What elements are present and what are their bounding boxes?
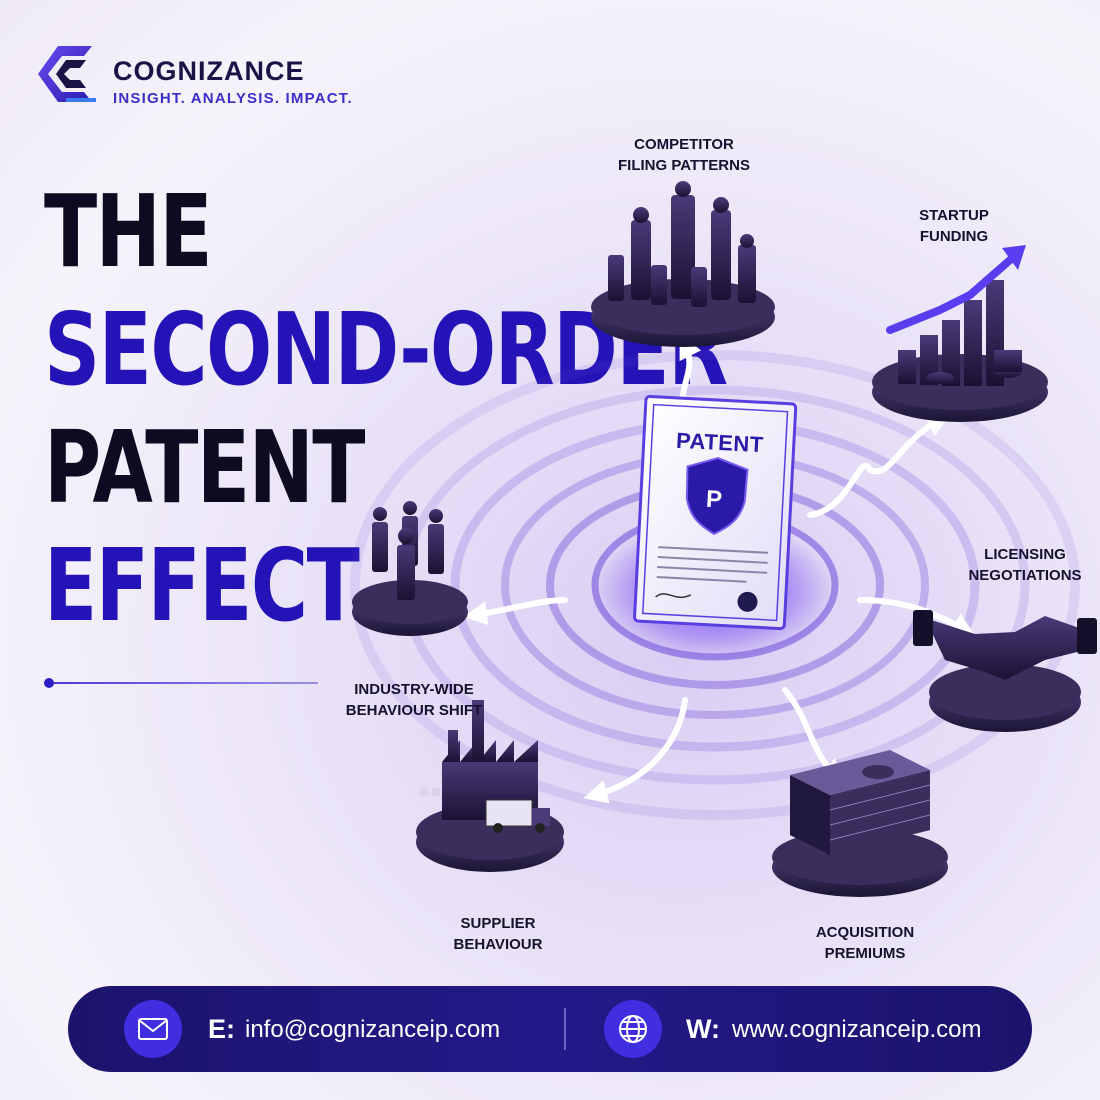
globe-icon — [604, 1000, 662, 1058]
label-line: NEGOTIATIONS — [968, 567, 1082, 584]
label-line: SUPPLIER — [460, 915, 536, 932]
label-licensing: LICENSING NEGOTIATIONS — [960, 544, 1090, 586]
label-line: INDUSTRY-WIDE — [354, 681, 474, 698]
label-line: BEHAVIOUR — [453, 936, 543, 953]
envelope-icon — [124, 1000, 182, 1058]
label-supplier: SUPPLIER BEHAVIOUR — [438, 913, 558, 955]
platform-licensing — [913, 610, 1097, 732]
platform-supplier — [416, 700, 564, 872]
label-startup-funding: STARTUP FUNDING — [892, 205, 1016, 247]
headline-line-1: THE — [44, 173, 213, 290]
patent-document-title: PATENT — [675, 427, 765, 458]
footer-separator — [564, 1008, 566, 1050]
platform-startup-funding — [872, 245, 1048, 422]
label-line: ACQUISITION — [815, 924, 915, 941]
website-link[interactable]: www.cognizanceip.com — [732, 1016, 982, 1043]
truck-icon — [485, 799, 550, 833]
platform-competitor-filing — [591, 181, 775, 347]
email-key: E: — [208, 1014, 235, 1044]
headline-line-3: PATENT — [44, 409, 365, 526]
label-line: PREMIUMS — [824, 945, 906, 962]
label-line: STARTUP — [919, 207, 989, 224]
label-industry-wide: INDUSTRY-WIDE BEHAVIOUR SHIFT — [334, 679, 494, 721]
label-acquisition: ACQUISITION PREMIUMS — [800, 922, 930, 964]
label-line: LICENSING — [984, 546, 1066, 563]
label-line: COMPETITOR — [634, 136, 734, 153]
web-key: W: — [686, 1014, 720, 1044]
label-line: FUNDING — [919, 228, 989, 245]
email-link[interactable]: info@cognizanceip.com — [245, 1016, 501, 1043]
label-line: BEHAVIOUR SHIFT — [345, 702, 483, 719]
brand-logo-icon — [38, 46, 96, 102]
headline-divider — [46, 682, 318, 684]
ripple-scene — [350, 181, 1097, 897]
patent-shield-letter: P — [705, 485, 723, 514]
label-competitor-filing: COMPETITOR FILING PATTERNS — [592, 134, 776, 176]
contact-footer: E: info@cognizanceip.com W: www.cognizan… — [68, 986, 1032, 1072]
label-line: FILING PATTERNS — [618, 157, 750, 174]
brand-name: COGNIZANCE — [113, 56, 305, 86]
headline-effect-word: EFFECT — [44, 527, 348, 644]
platform-acquisition — [772, 750, 948, 897]
divider-dot — [44, 678, 54, 688]
brand-tagline: INSIGHT. ANALYSIS. IMPACT. — [113, 90, 353, 107]
patent-document-icon — [633, 394, 798, 631]
platform-industry-wide — [352, 501, 468, 636]
